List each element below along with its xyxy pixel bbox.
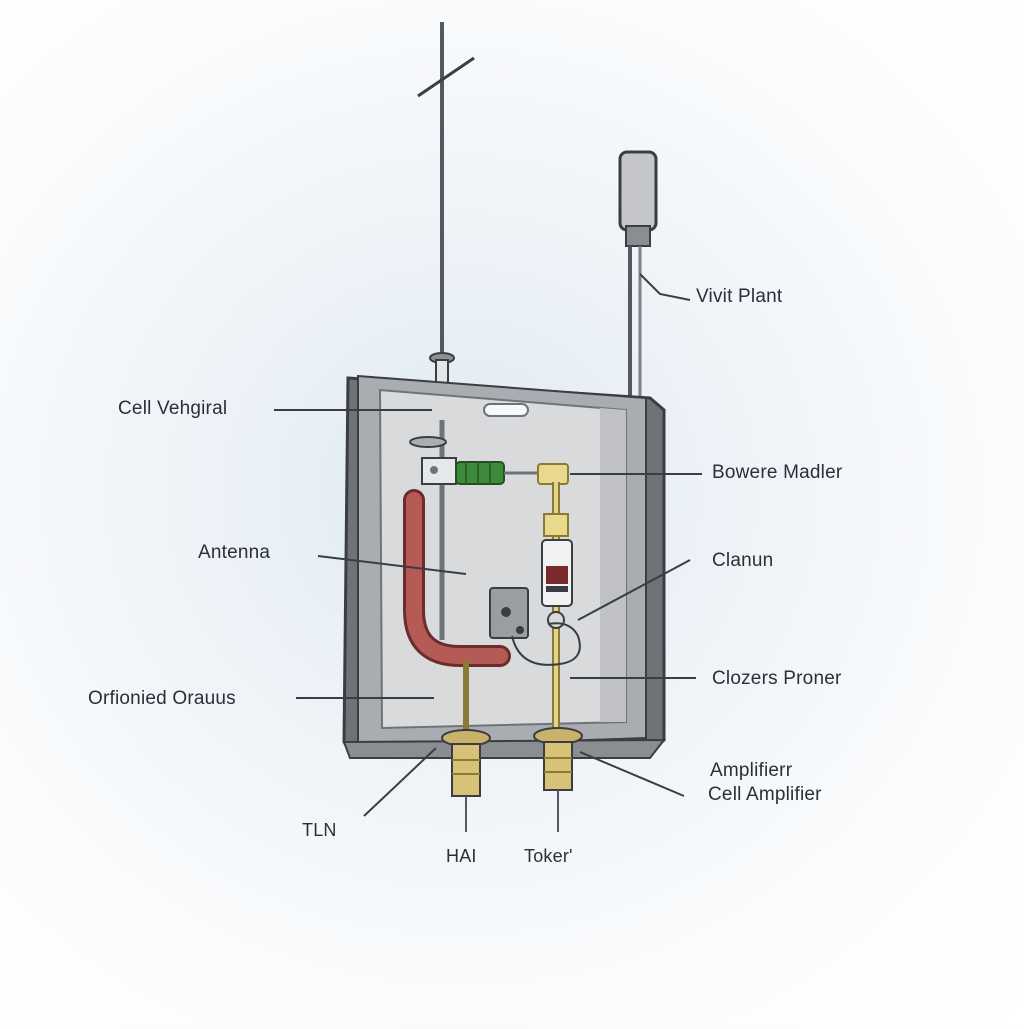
leader-amplifier [579,751,685,797]
leader-lines [274,273,702,817]
label-amplifierr: Amplifierr [710,760,793,781]
label-vivit-plant: Vivit Plant [696,286,783,307]
label-orfionied-orauus: Orfionied Orauus [88,688,236,709]
label-cell-vehgiral: Cell Vehgiral [118,398,228,419]
label-cell-amplifier: Cell Amplifier [708,784,822,805]
green-coil [455,461,569,485]
red-pipe [403,489,511,667]
label-bowere-madler: Bowere Madler [712,462,843,483]
label-toker: Toker' [524,846,573,866]
leader-clanun [577,559,691,621]
label-tln: TLN [302,820,337,840]
label-antenna: Antenna [198,542,271,563]
control-box [489,587,581,666]
leader-tln [363,747,437,817]
antenna-mast [417,22,475,421]
leader-antenna [317,555,467,575]
connector-left [441,729,491,797]
housing-box [342,374,667,759]
label-clozers-proner: Clozers Proner [712,668,842,689]
leader-vivit [639,273,691,301]
label-hai: HAI [446,846,477,866]
label-clanun: Clanun [712,550,774,571]
